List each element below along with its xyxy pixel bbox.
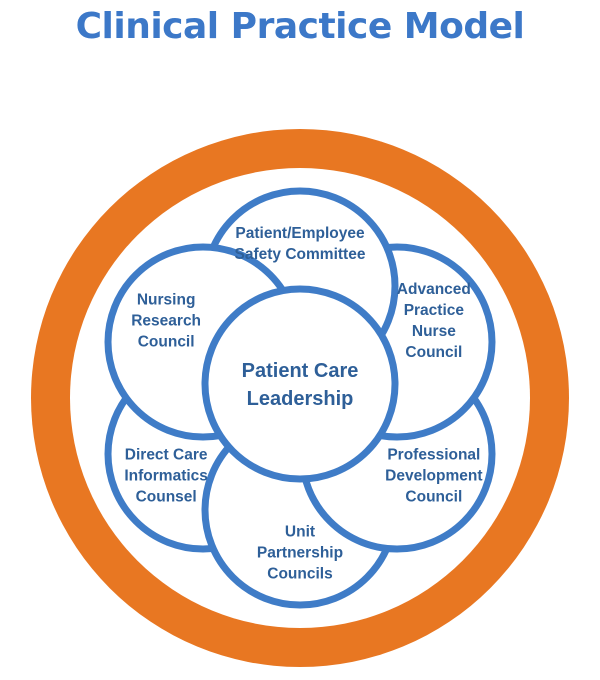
council-label-line: Council (405, 344, 462, 361)
council-label-line: Councils (267, 566, 332, 583)
council-label-line: Informatics (124, 467, 208, 484)
center-circle (201, 285, 399, 483)
council-label-line: Partnership (257, 545, 343, 562)
council-label-line: Professional (387, 446, 480, 463)
council-label-line: Practice (404, 302, 465, 319)
council-label-line: Nursing (137, 292, 196, 309)
council-label-line: Counsel (136, 488, 197, 505)
council-label-line: Direct Care (125, 446, 208, 463)
council-label-line: Research (131, 313, 201, 330)
council-label-line: Council (405, 488, 462, 505)
center-label-line: Leadership (247, 388, 354, 410)
council-label-line: Nurse (412, 323, 456, 340)
council-label-line: Patient/Employee (235, 225, 365, 242)
page-title: Clinical Practice Model (75, 6, 525, 47)
council-label-line: Safety Committee (235, 246, 366, 263)
council-label-line: Advanced (397, 281, 471, 298)
center-label-line: Patient Care (242, 360, 359, 382)
council-label-line: Development (385, 467, 482, 484)
council-label-line: Council (138, 334, 195, 351)
council-label-line: Unit (285, 524, 315, 541)
